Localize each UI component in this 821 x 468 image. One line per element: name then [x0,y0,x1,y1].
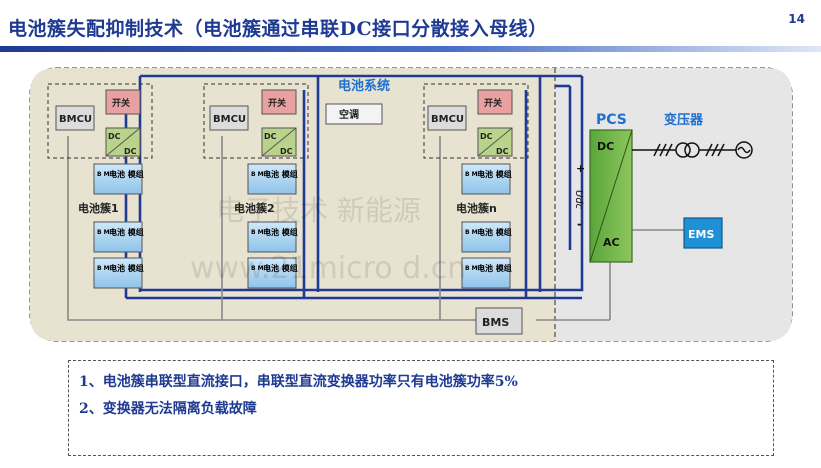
module-group-2-module-1: 电池 模组 [263,169,298,179]
dc-2: DC [264,132,277,141]
bms-comm-lines [67,136,700,321]
note-2: 2、变换器无法隔离负载故障 [79,401,257,417]
module-group-2-bmu-2: B M U [251,229,271,236]
module-group-1-module-2: 电池 模组 [109,227,144,237]
module-group-1-bmu-1: B M U [97,171,117,178]
pcs-label: PCS [596,112,627,128]
page-number: 14 [788,12,805,26]
module-group-2 [247,163,297,289]
dc-2b: DC [280,147,293,156]
cluster-2: BMCU 开关 DC DC 电池簇2 [203,83,309,289]
ems-label: EMS [688,228,714,241]
transformer-label: 变压器 [664,112,704,128]
note-1: 1、电池簇串联型直流接口，串联型直流变换器功率只有电池簇功率5% [79,374,518,390]
pcs-dc: DC [597,140,614,153]
module-group-n-bmu-3: B M U [465,265,485,272]
vdc-plus: + [576,162,585,175]
module-group-1-bmu-2: B M U [97,229,117,236]
dc-1b: DC [124,147,137,156]
dc-nb: DC [496,147,509,156]
bms-box [475,307,523,335]
switch-1: 开关 [112,97,130,109]
bms-label: BMS [482,316,509,329]
module-group-2-bmu-3: B M U [251,265,271,272]
module-group-n-module-2: 电池 模组 [477,227,512,237]
bmcu-n: BMCU [431,114,464,125]
transformer-symbol [632,141,753,159]
cluster-2-label: 电池簇2 [234,201,275,215]
cluster-1-label: 电池簇1 [78,201,119,215]
module-group-1 [93,163,143,289]
module-group-2-module-3: 电池 模组 [263,263,298,273]
page-title: 电池簇失配抑制技术（电池簇通过串联DC接口分散接入母线） [8,18,548,40]
module-group-n-bmu-2: B M U [465,229,485,236]
cluster-n-label: 电池簇n [456,201,497,215]
bmcu-1: BMCU [59,114,92,125]
dc-1: DC [108,132,121,141]
ems-box [683,217,723,249]
air-conditioner: 空调 [339,108,359,121]
cluster-n: BMCU 开关 DC DC 电池簇n [423,83,529,289]
switch-n: 开关 [484,97,502,109]
vdc-minus: - [577,217,582,231]
dc-n: DC [480,132,493,141]
watermark-1: 电子技术 新能源 [216,194,421,227]
module-group-1-module-1: 电池 模组 [109,169,144,179]
module-group-n-module-1: 电池 模组 [477,169,512,179]
title-underline [0,46,821,52]
watermark-2: www.21micro d.cn [190,251,466,286]
battery-system-label: 电池系统 [338,78,390,94]
switch-2: 开关 [268,97,286,109]
module-group-n-bmu-1: B M U [465,171,485,178]
module-group-n-module-3: 电池 模组 [477,263,512,273]
bmcu-2: BMCU [213,114,246,125]
vdc-label: Udc [573,190,584,210]
module-group-2-bmu-1: B M U [251,171,271,178]
module-group-n [461,163,511,289]
cluster-1: BMCU 开关 DC DC 电池簇1 [47,83,153,289]
module-group-2-module-2: 电池 模组 [263,227,298,237]
pcs-ac: AC [603,236,620,249]
notes-box: 1、电池簇串联型直流接口，串联型直流变换器功率只有电池簇功率5% 2、变换器无法… [68,360,774,456]
battery-system-diagram: 电池系统 BMCU 开关 DC DC 电池簇1 [29,67,793,342]
module-group-1-bmu-3: B M U [97,265,117,272]
module-group-1-module-3: 电池 模组 [109,263,144,273]
